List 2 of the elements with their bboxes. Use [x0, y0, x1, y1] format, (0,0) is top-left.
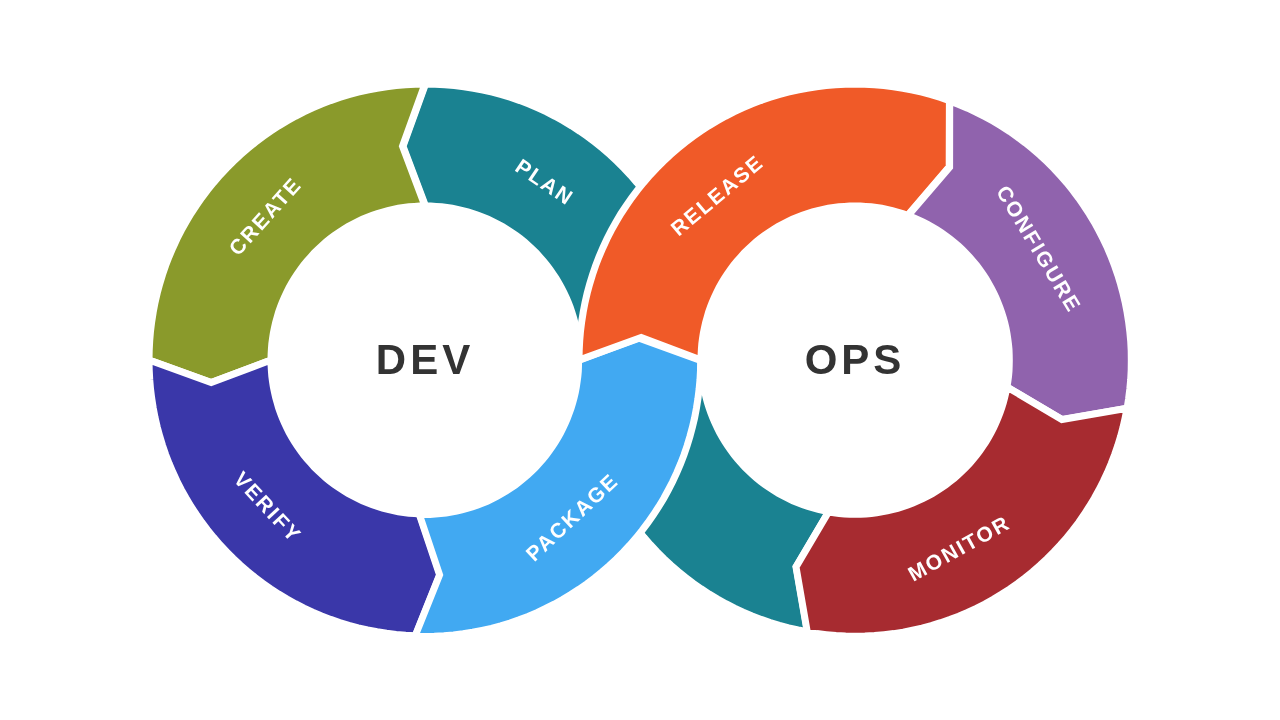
- center-label: OPS: [804, 339, 906, 381]
- center-label: DEV: [375, 339, 475, 381]
